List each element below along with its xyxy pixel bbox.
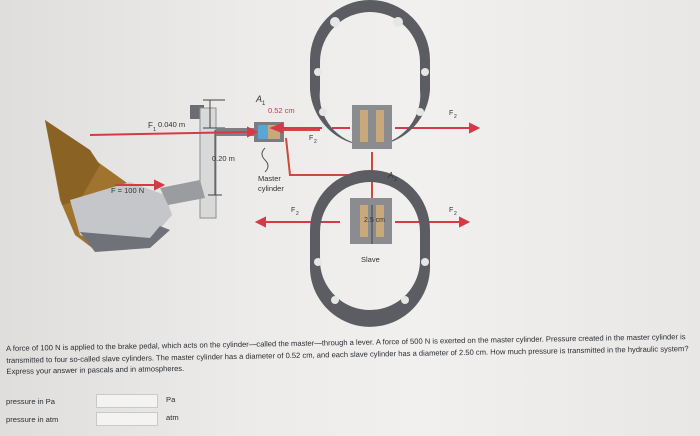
f2-lower-left-subscript: 2 (296, 211, 299, 217)
applied-force-label: F = 100 N (111, 186, 144, 195)
f2-master-label: F (309, 135, 313, 142)
lever-short-label: 0.040 m (158, 120, 185, 129)
master-cylinder-label-line1: Master (258, 174, 281, 183)
foot-on-pedal (45, 120, 172, 252)
f2-top-right-label: F (449, 110, 453, 117)
pressure-atm-input[interactable] (96, 412, 158, 426)
f2-master-subscript: 2 (314, 139, 317, 145)
pressure-atm-unit: atm (166, 413, 179, 422)
slave-label: Slave (361, 255, 380, 264)
master-cylinder-label-line2: cylinder (258, 184, 284, 193)
pressure-atm-label: pressure in atm (6, 415, 59, 424)
f2-lower-right-label: F (449, 207, 453, 214)
a1-label: A (255, 94, 262, 104)
f2-lower-right-subscript: 2 (454, 211, 457, 217)
pressure-pa-label: pressure in Pa (6, 397, 55, 406)
a1-subscript: 1 (262, 101, 266, 107)
f1-label: F (148, 121, 153, 130)
f2-lower-left-label: F (291, 207, 295, 214)
f1-subscript: 1 (153, 127, 156, 133)
a2-subscript: 2 (394, 177, 397, 183)
pressure-pa-unit: Pa (166, 395, 176, 404)
a2-label: A (387, 171, 393, 180)
master-diameter-label: 0.52 cm (268, 106, 295, 115)
slave-diameter-label: 2.5 cm (364, 217, 385, 224)
upper-brake-drum (310, 0, 430, 149)
figure-labels: A 1 0.52 cm F 1 0.040 m 0.20 m F 2 F = 1… (111, 94, 457, 264)
hydraulic-brake-figure: A 1 0.52 cm F 1 0.040 m 0.20 m F 2 F = 1… (45, 0, 481, 327)
lever-long-label: 0.20 m (212, 154, 235, 163)
lower-brake-drum (309, 170, 431, 327)
problem-statement: A force of 100 N is applied to the brake… (6, 332, 689, 376)
pressure-pa-input[interactable] (96, 394, 158, 408)
pedal-lever (160, 99, 225, 219)
f2-top-right-subscript: 2 (454, 114, 457, 120)
